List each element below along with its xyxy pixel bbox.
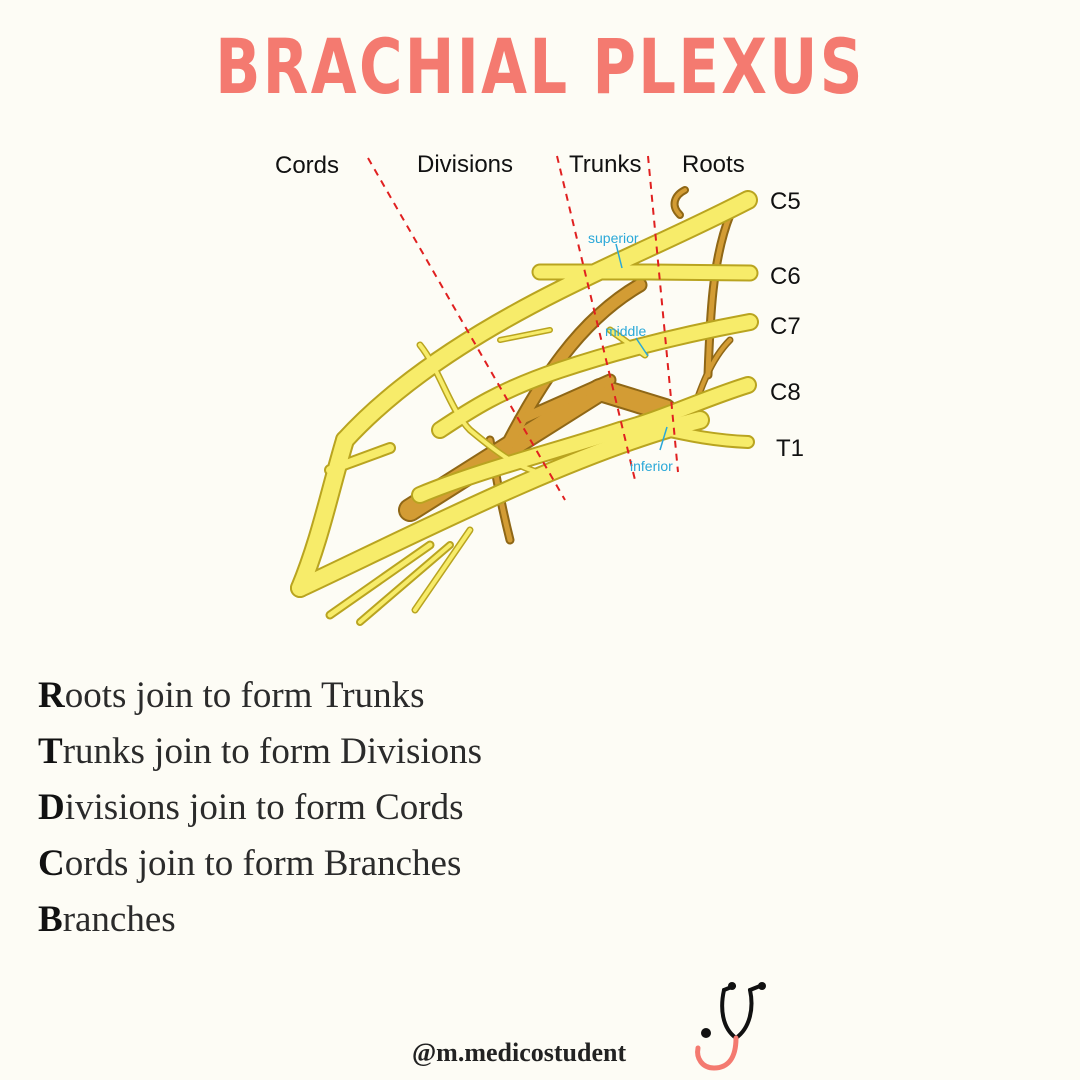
mnemonic-list: Roots join to form Trunks Trunks join to…	[38, 668, 482, 948]
mnemonic-line-divisions: Divisions join to form Cords	[38, 787, 464, 828]
author-handle: @m.medicostudent	[412, 1038, 627, 1067]
root-label-c7: C7	[770, 313, 801, 340]
column-label-trunks: Trunks	[569, 151, 641, 178]
trunk-label-middle: middle	[605, 323, 646, 339]
brachial-plexus-diagram: Cords Divisions Trunks Roots	[275, 151, 804, 626]
mnemonic-line-trunks: Trunks join to form Divisions	[38, 731, 483, 772]
trunk-callouts	[615, 243, 668, 451]
root-label-t1: T1	[776, 435, 804, 462]
column-label-divisions: Divisions	[417, 151, 513, 178]
page-title: BRACHIAL PLEXUS	[215, 22, 865, 111]
trunk-label-inferior: inferior	[630, 458, 673, 474]
trunk-label-superior: superior	[588, 230, 639, 246]
nerve-trunks-group	[290, 190, 759, 626]
stethoscope-icon	[695, 982, 766, 1071]
column-label-cords: Cords	[275, 152, 339, 179]
root-label-c6: C6	[770, 263, 801, 290]
column-label-roots: Roots	[682, 151, 745, 178]
root-label-c8: C8	[770, 379, 801, 406]
mnemonic-line-roots: Roots join to form Trunks	[38, 675, 425, 716]
root-label-c5: C5	[770, 188, 801, 215]
region-dividers	[367, 155, 679, 501]
mnemonic-line-cords: Cords join to form Branches	[38, 843, 462, 884]
mnemonic-line-branches: Branches	[38, 899, 176, 940]
